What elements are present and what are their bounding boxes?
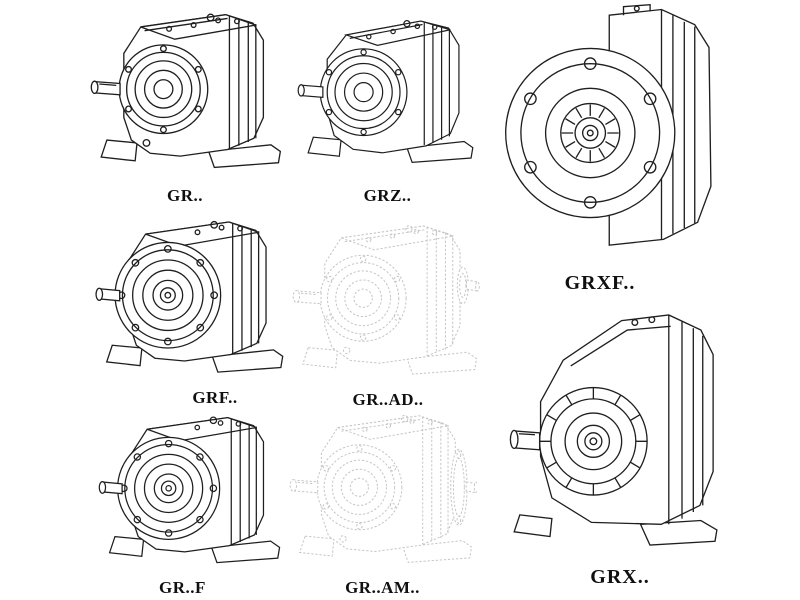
figure-grx [497,298,735,562]
figure-label-gr: GR.. [167,186,203,205]
gearbox-drawing-gr-ad [290,214,482,388]
figure-label-gr-am: GR..AM.. [345,578,420,597]
figure-label-grf: GRF.. [192,388,238,407]
figure-label-grxf: GRXF.. [564,272,636,294]
figure-gr-f [92,406,290,576]
gearbox-drawing-gr-am [287,404,477,576]
figure-gr-ad [290,214,482,388]
gearbox-drawing-grz [297,20,474,163]
gearbox-drawing-grx [509,314,718,546]
figure-gr-am [287,404,477,576]
figure-grf [92,210,290,386]
figure-label-gr-f: GR..F [159,578,206,597]
figure-gr [88,2,286,182]
figure-label-gr-ad: GR..AD.. [352,390,424,409]
gearbox-drawing-gr-f [98,416,281,564]
figure-label-grx: GRX.. [590,566,650,588]
gearbox-drawing-grxf [505,4,712,246]
figure-grz [296,4,478,182]
figure-label-grz: GRZ.. [363,186,412,205]
gearbox-drawing-grf [95,220,284,373]
gearbox-drawing-gr [90,13,282,169]
figure-grxf [498,0,730,266]
